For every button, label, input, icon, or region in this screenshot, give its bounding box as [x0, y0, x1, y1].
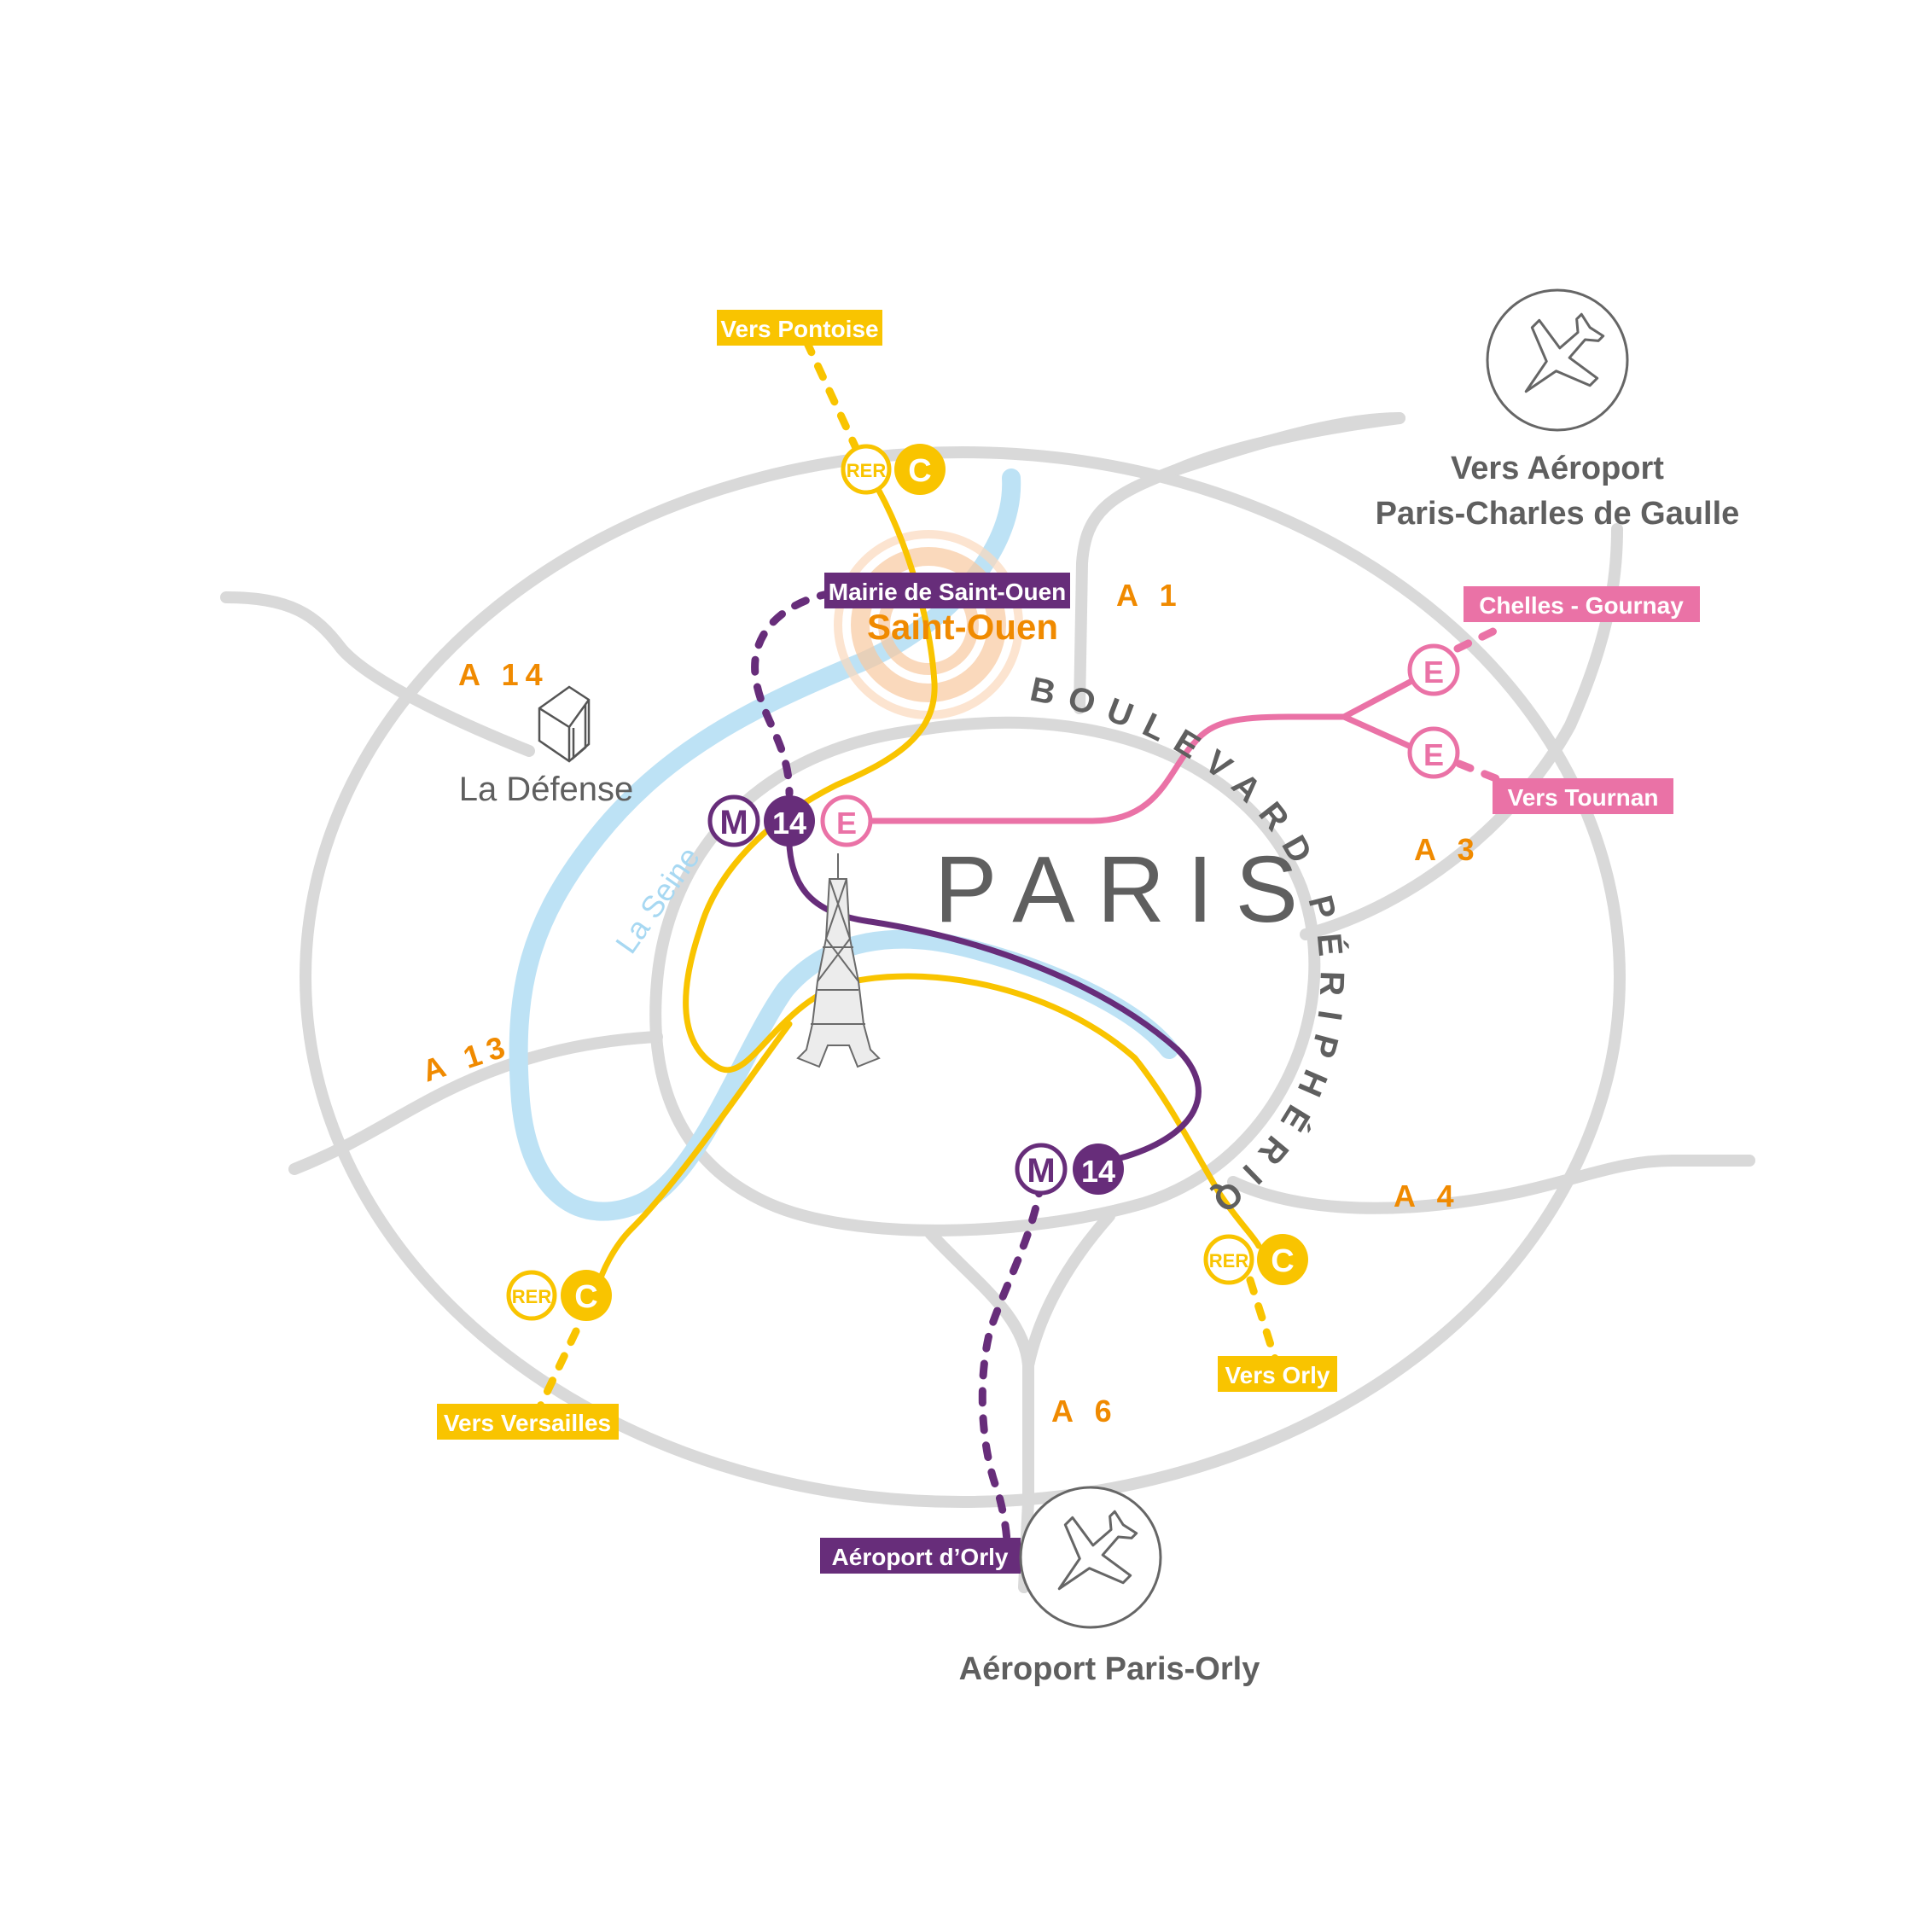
orly-airport[interactable]: Aéroport Paris-Orly [959, 1486, 1260, 1687]
seine-river [509, 468, 1178, 1221]
boulevard-peripherique [649, 716, 1321, 1237]
airplane-icon [1057, 1510, 1138, 1591]
tag-vers-versailles[interactable]: Vers Versailles [437, 1404, 619, 1440]
svg-text:M: M [719, 804, 748, 841]
svg-text:Mairie de Saint-Ouen: Mairie de Saint-Ouen [829, 579, 1067, 605]
svg-text:Vers Tournan: Vers Tournan [1508, 784, 1659, 811]
a14-label: A 14 [458, 657, 550, 692]
paris-title: PARIS [934, 837, 1320, 942]
a13-road [288, 1031, 663, 1175]
svg-text:Chelles - Gournay: Chelles - Gournay [1479, 592, 1684, 619]
tag-vers-pontoise[interactable]: Vers Pontoise [717, 310, 882, 346]
svg-text:La Défense: La Défense [459, 771, 634, 808]
saint-ouen-label: Saint-Ouen [867, 607, 1058, 647]
tag-chelles-gournay[interactable]: Chelles - Gournay [1464, 586, 1700, 622]
svg-text:E: E [1423, 655, 1444, 690]
rer-e-badge-tournan[interactable]: E [1407, 726, 1460, 779]
rer-c-badge-southeast[interactable]: RER C [1203, 1234, 1308, 1285]
a4-road [1227, 1155, 1755, 1214]
svg-text:Vers Orly: Vers Orly [1225, 1362, 1330, 1388]
a6-label: A 6 [1051, 1394, 1119, 1429]
svg-text:E: E [836, 806, 857, 841]
rer-e-line [867, 623, 1506, 824]
a6-road [924, 1227, 1034, 1593]
svg-text:E: E [1423, 737, 1444, 772]
svg-text:C: C [574, 1279, 597, 1315]
la-defense[interactable]: La Défense [459, 685, 634, 808]
svg-text:Vers Pontoise: Vers Pontoise [720, 316, 878, 342]
rer-e-badge-chelles[interactable]: E [1407, 643, 1460, 696]
eiffel-tower-icon [796, 853, 881, 1068]
airplane-icon [1524, 312, 1605, 393]
svg-text:Vers Aéroport: Vers Aéroport [1451, 451, 1664, 486]
tag-aeroport-orly[interactable]: Aéroport d’Orly [820, 1538, 1021, 1574]
outer-ring-road [300, 446, 1626, 1508]
rer-c-badge-north[interactable]: RER C [841, 444, 946, 495]
saint-ouen-interchange-badges[interactable]: M 14 E [707, 794, 873, 847]
svg-text:M: M [1027, 1152, 1055, 1190]
svg-text:Aéroport Paris-Orly: Aéroport Paris-Orly [959, 1651, 1260, 1687]
a1-road [1074, 412, 1405, 714]
a4-label: A 4 [1394, 1178, 1461, 1213]
metro-14-line [751, 589, 1202, 1549]
svg-text:Paris-Charles de Gaulle: Paris-Charles de Gaulle [1376, 496, 1740, 532]
cdg-airport[interactable]: Vers Aéroport Paris-Charles de Gaulle [1376, 288, 1740, 532]
a3-label: A 3 [1414, 832, 1481, 867]
grande-arche-icon [538, 685, 591, 763]
tag-vers-tournan[interactable]: Vers Tournan [1493, 778, 1673, 814]
tag-mairie-saint-ouen[interactable]: Mairie de Saint-Ouen [824, 573, 1070, 608]
svg-text:14: 14 [1081, 1154, 1115, 1189]
tag-vers-orly[interactable]: Vers Orly [1218, 1356, 1337, 1392]
svg-text:RER: RER [1209, 1250, 1249, 1272]
svg-text:RER: RER [512, 1286, 552, 1307]
svg-text:Aéroport d’Orly: Aéroport d’Orly [832, 1544, 1009, 1570]
svg-text:C: C [1271, 1243, 1294, 1279]
svg-text:Vers Versailles: Vers Versailles [444, 1410, 611, 1436]
a1-cdg-road [1172, 412, 1405, 475]
a1-label: A 1 [1116, 578, 1184, 613]
svg-text:14: 14 [772, 806, 806, 841]
periph-label: BOULEVARD PÉRIPHÉRIQUE [0, 0, 1352, 1228]
a6-branch-road [1022, 1210, 1115, 1371]
rer-c-badge-southwest[interactable]: RER C [506, 1270, 612, 1321]
a14-road [220, 591, 535, 757]
svg-text:RER: RER [847, 460, 887, 481]
svg-text:C: C [908, 453, 931, 489]
metro-14-badge-south[interactable]: M 14 [1015, 1143, 1124, 1196]
